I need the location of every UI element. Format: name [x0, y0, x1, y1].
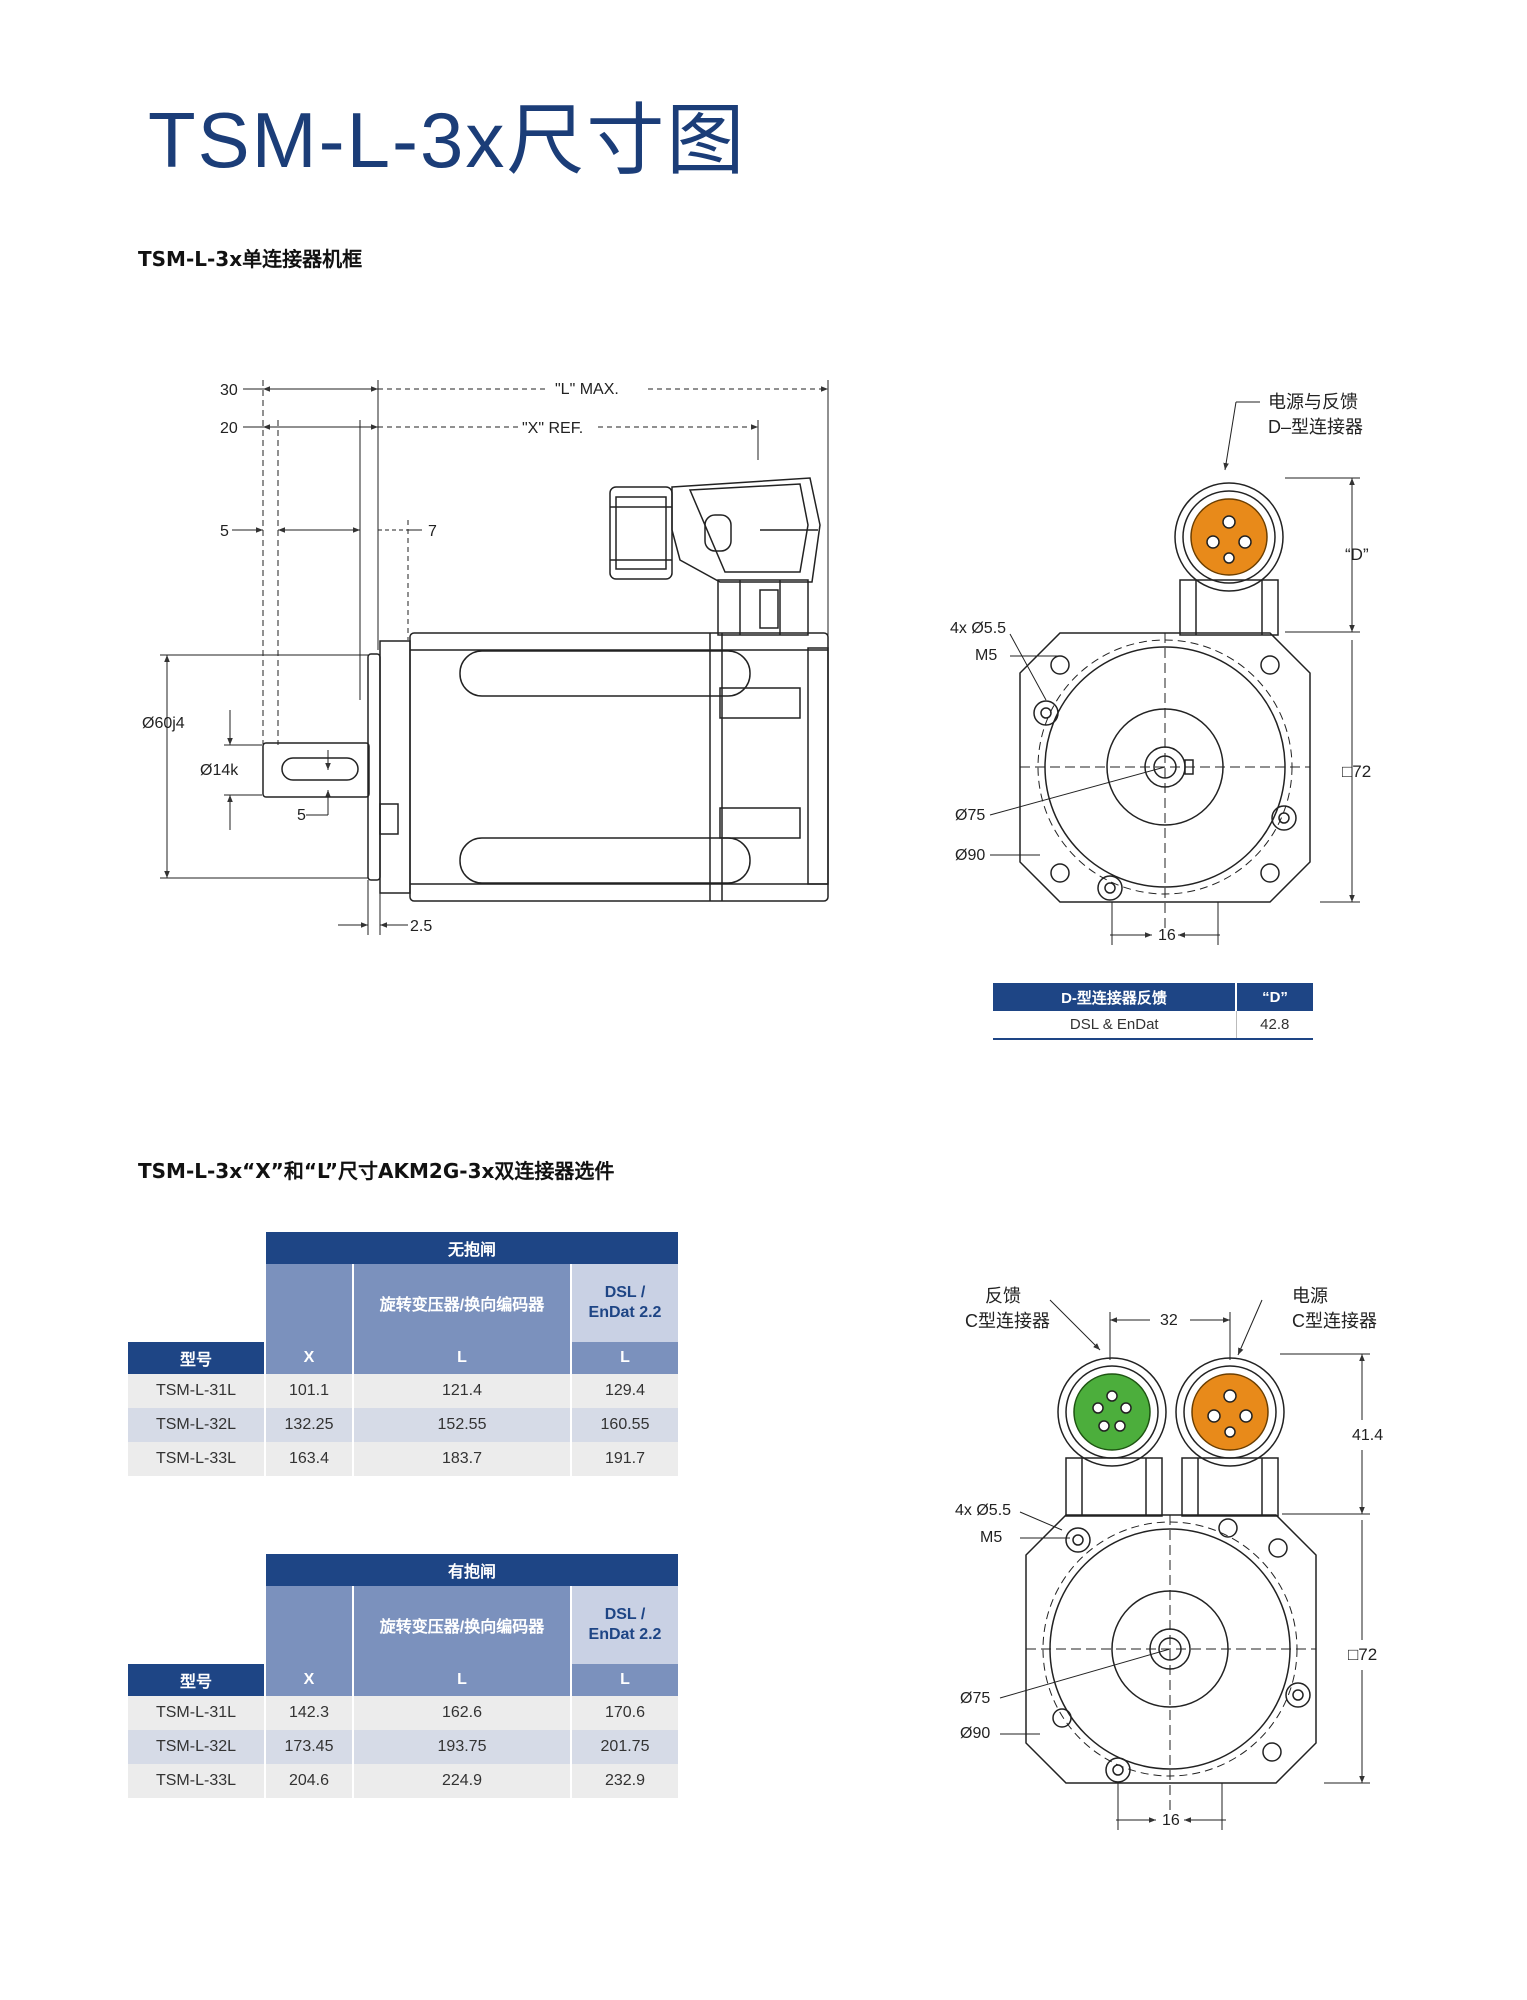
- l2-cell: 232.9: [572, 1764, 678, 1798]
- dim-14k-label: Ø14k: [200, 762, 239, 779]
- dim-20-label: 20: [220, 420, 238, 437]
- dual-square-label: □72: [1348, 1645, 1377, 1664]
- dual-holes-label: 4x Ø5.5: [955, 1502, 1011, 1519]
- dim-30-label: 30: [220, 382, 238, 399]
- dual-power-label-2: C型连接器: [1292, 1311, 1377, 1331]
- single-dia-90-label: Ø90: [955, 847, 985, 864]
- table-row: TSM-L-33L 204.6 224.9 232.9: [128, 1764, 678, 1798]
- dual-feedback-label-1: 反馈: [985, 1286, 1021, 1306]
- no-brake-col-x: X: [266, 1342, 352, 1374]
- l2-cell: 201.75: [572, 1730, 678, 1764]
- single-connector-label-1: 电源与反馈: [1268, 392, 1358, 412]
- x-cell: 101.1: [266, 1374, 352, 1408]
- dim-7-label: 7: [428, 523, 437, 540]
- model-cell: TSM-L-33L: [128, 1764, 264, 1798]
- brake-sub-resolver: 旋转变压器/换向编码器: [354, 1586, 570, 1664]
- no-brake-col-l2: L: [572, 1342, 678, 1374]
- brake-col-model: 型号: [128, 1664, 264, 1696]
- single-dia-75-label: Ø75: [955, 807, 985, 824]
- brake-col-l2: L: [572, 1664, 678, 1696]
- l1-cell: 162.6: [354, 1696, 570, 1730]
- l2-cell: 129.4: [572, 1374, 678, 1408]
- dim-2-5-label: 2.5: [410, 918, 432, 935]
- model-cell: TSM-L-31L: [128, 1696, 264, 1730]
- table-row: TSM-L-32L 132.25 152.55 160.55: [128, 1408, 678, 1442]
- dual-dim-16-label: 16: [1162, 1812, 1180, 1829]
- single-holes-label: 4x Ø5.5: [950, 620, 1006, 637]
- l1-cell: 224.9: [354, 1764, 570, 1798]
- no-brake-col-model: 型号: [128, 1342, 264, 1374]
- table-row: TSM-L-33L 163.4 183.7 191.7: [128, 1442, 678, 1476]
- l1-cell: 152.55: [354, 1408, 570, 1442]
- x-cell: 163.4: [266, 1442, 352, 1476]
- l1-cell: 193.75: [354, 1730, 570, 1764]
- single-dim-16-label: 16: [1158, 927, 1176, 944]
- table-row: TSM-L-32L 173.45 193.75 201.75: [128, 1730, 678, 1764]
- section-title-single: TSM-L-3x单连接器机框: [138, 247, 363, 271]
- no-brake-col-l1: L: [354, 1342, 570, 1374]
- dim-60j4-label: Ø60j4: [142, 715, 185, 732]
- dim-5-top-label: 5: [220, 523, 229, 540]
- page-title: TSM-L-3x尺寸图: [148, 96, 747, 184]
- table-row: TSM-L-31L 142.3 162.6 170.6: [128, 1696, 678, 1730]
- no-brake-title: 无抱闸: [266, 1232, 678, 1264]
- d-table-d-value: 42.8: [1236, 1011, 1313, 1040]
- d-table-feedback-value: DSL & EnDat: [993, 1011, 1237, 1040]
- l2-cell: 191.7: [572, 1442, 678, 1476]
- dual-dia-90-label: Ø90: [960, 1725, 990, 1742]
- model-cell: TSM-L-31L: [128, 1374, 264, 1408]
- dim-5-bottom-label: 5: [297, 807, 306, 824]
- d-table-header-d: “D”: [1236, 983, 1313, 1011]
- l1-cell: 121.4: [354, 1374, 570, 1408]
- l2-cell: 170.6: [572, 1696, 678, 1730]
- section-title-dual: TSM-L-3x“X”和“L”尺寸AKM2G-3x双连接器选件: [138, 1159, 615, 1183]
- model-cell: TSM-L-32L: [128, 1730, 264, 1764]
- table-row: TSM-L-31L 101.1 121.4 129.4: [128, 1374, 678, 1408]
- dual-dia-75-label: Ø75: [960, 1690, 990, 1707]
- l1-cell: 183.7: [354, 1442, 570, 1476]
- x-cell: 132.25: [266, 1408, 352, 1442]
- single-square-label: □72: [1342, 762, 1371, 781]
- single-connector-label-2: D–型连接器: [1268, 417, 1363, 437]
- dual-dim-41-4-label: 41.4: [1352, 1427, 1383, 1444]
- table-with-brake: 有抱闸 旋转变压器/换向编码器 DSL / EnDat 2.2 型号 X L L…: [126, 1554, 680, 1798]
- no-brake-sub-dsl: DSL / EnDat 2.2: [572, 1264, 678, 1342]
- model-cell: TSM-L-32L: [128, 1408, 264, 1442]
- dual-thread-label: M5: [980, 1529, 1002, 1546]
- dim-x-ref-label: "X" REF.: [522, 420, 583, 437]
- d-table-header-feedback: D-型连接器反馈: [993, 983, 1237, 1011]
- brake-col-l1: L: [354, 1664, 570, 1696]
- x-cell: 142.3: [266, 1696, 352, 1730]
- dual-dim-32-label: 32: [1160, 1312, 1178, 1329]
- l2-cell: 160.55: [572, 1408, 678, 1442]
- dual-power-label-1: 电源: [1292, 1286, 1328, 1306]
- brake-sub-dsl: DSL / EnDat 2.2: [572, 1586, 678, 1664]
- x-cell: 173.45: [266, 1730, 352, 1764]
- brake-col-x: X: [266, 1664, 352, 1696]
- no-brake-sub-resolver: 旋转变压器/换向编码器: [354, 1264, 570, 1342]
- dual-feedback-label-2: C型连接器: [965, 1311, 1050, 1331]
- model-cell: TSM-L-33L: [128, 1442, 264, 1476]
- x-cell: 204.6: [266, 1764, 352, 1798]
- single-thread-label: M5: [975, 647, 997, 664]
- dim-l-max-label: "L" MAX.: [555, 381, 619, 398]
- d-connector-table: D-型连接器反馈 “D” DSL & EnDat 42.8: [993, 983, 1313, 1040]
- dim-d-label: “D”: [1345, 545, 1369, 564]
- brake-title: 有抱闸: [266, 1554, 678, 1586]
- table-no-brake: 无抱闸 旋转变压器/换向编码器 DSL / EnDat 2.2 型号 X L L…: [126, 1232, 680, 1476]
